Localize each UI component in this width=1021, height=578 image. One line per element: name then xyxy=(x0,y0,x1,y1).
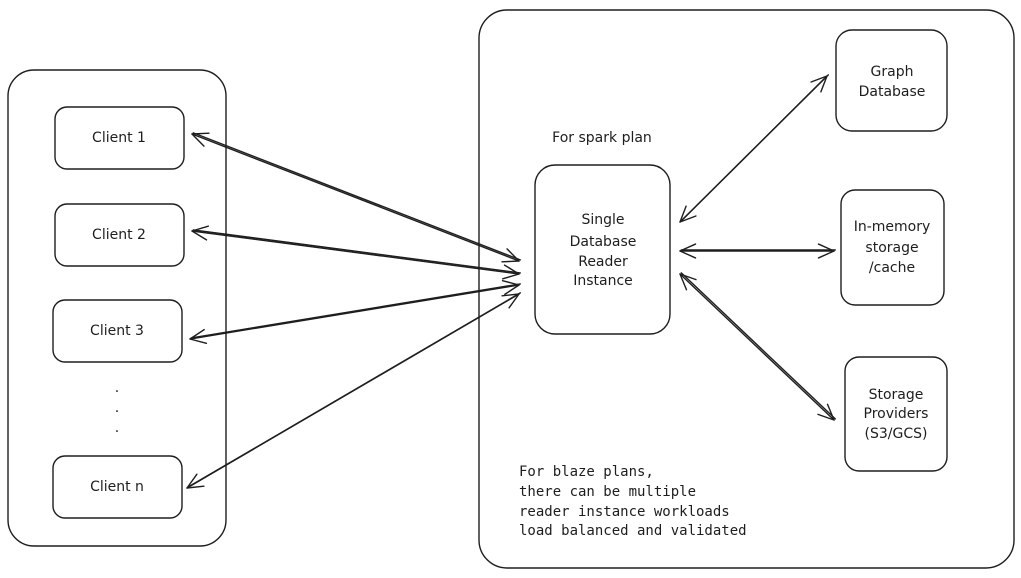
reader-box: Single Database Reader Instance xyxy=(534,164,671,335)
client-box-3: Client 3 xyxy=(52,299,183,363)
connector-arrows xyxy=(186,74,836,489)
client-box-2: Client 2 xyxy=(54,203,185,267)
in-memory-storage-box: In-memory storage /cache xyxy=(840,189,945,306)
graph-database-label-line: Database xyxy=(859,84,926,100)
client-box-1-label: Client 1 xyxy=(92,130,146,146)
storage-providers-label-line: (S3/GCS) xyxy=(865,426,928,442)
system-container xyxy=(478,9,1015,569)
client-box-3-label: Client 3 xyxy=(90,323,144,339)
blaze-plans-note-line: reader instance workloads xyxy=(519,504,730,520)
ellipsis-dot: . xyxy=(115,380,119,396)
client-box-1: Client 1 xyxy=(54,106,185,170)
reader-storage-providers-arrow xyxy=(679,272,836,421)
storage-providers-label-line: Storage xyxy=(869,387,924,403)
reader-in-memory-storage-arrow xyxy=(679,243,836,259)
client-box-n-label: Client n xyxy=(90,479,144,495)
blaze-plans-note-line: For blaze plans, xyxy=(519,464,654,480)
graph-database-box: Graph Database xyxy=(835,29,948,132)
client-box-n: Client n xyxy=(52,455,183,519)
blaze-plans-note: For blaze plans, there can be multiple r… xyxy=(519,464,747,539)
clients-container xyxy=(7,69,227,547)
storage-providers-label-line: Providers xyxy=(864,406,929,422)
client-box-2-label: Client 2 xyxy=(92,227,146,243)
graph-database-label-line: Graph xyxy=(871,64,914,80)
blaze-plans-note-line: there can be multiple xyxy=(519,484,696,500)
reader-label-line: Reader xyxy=(578,254,628,270)
client-2-reader-arrow xyxy=(191,225,521,280)
storage-providers-box: Storage Providers (S3/GCS) xyxy=(844,356,948,472)
ellipsis-dot: . xyxy=(115,400,119,416)
client-n-reader-arrow xyxy=(186,292,521,489)
reader-label-line: Single xyxy=(581,212,624,228)
reader-graph-database-arrow xyxy=(679,74,829,223)
client-3-reader-arrow xyxy=(189,279,521,345)
reader-caption: For spark plan xyxy=(552,130,652,146)
ellipsis-dot: . xyxy=(115,420,119,436)
client-1-reader-arrow xyxy=(191,132,521,263)
in-memory-storage-label-line: /cache xyxy=(869,260,915,276)
reader-label-line: Instance xyxy=(573,273,633,289)
blaze-plans-note-line: load balanced and validated xyxy=(519,523,747,539)
in-memory-storage-label-line: storage xyxy=(865,240,918,256)
reader-label-line: Database xyxy=(570,234,637,250)
in-memory-storage-label-line: In-memory xyxy=(854,219,931,235)
